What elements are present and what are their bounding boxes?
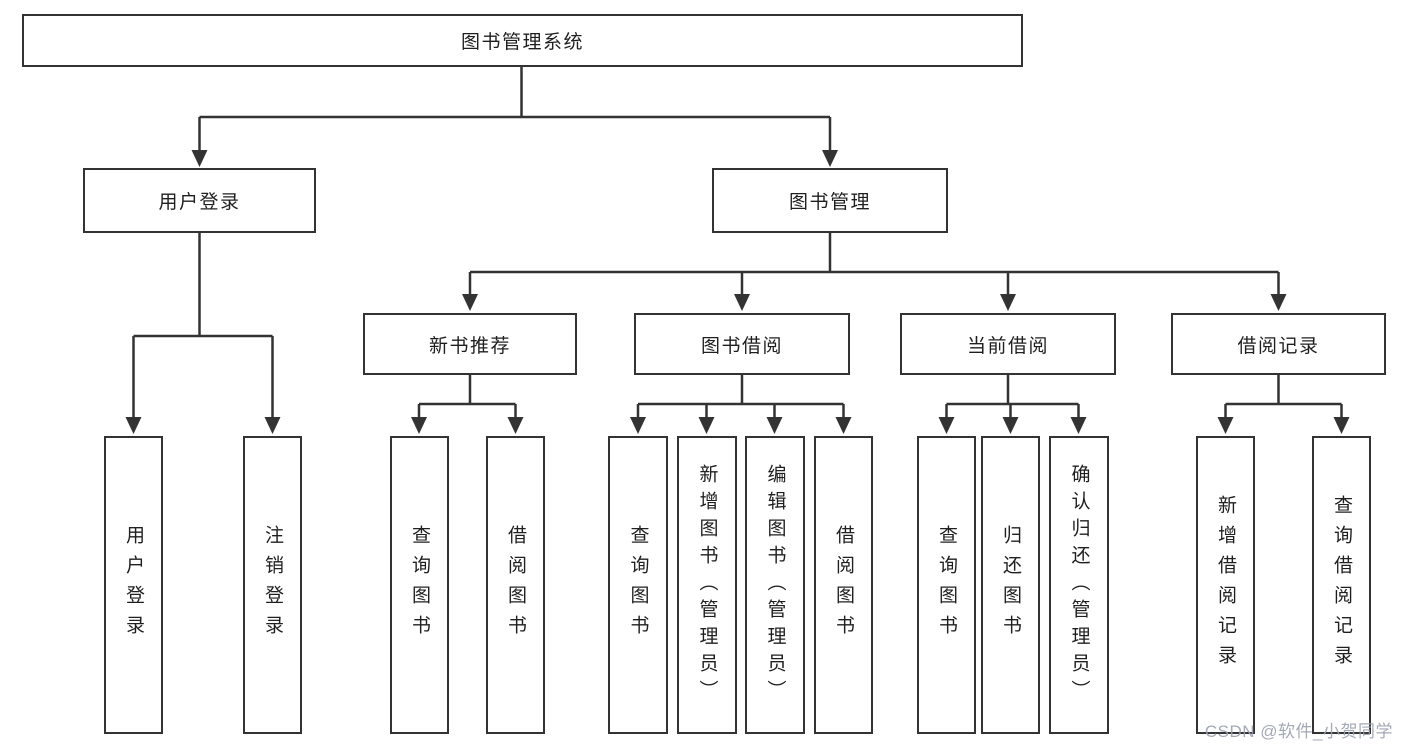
leaf-query-books-borrow: 查询图书 <box>608 436 668 734</box>
leaf-query-books-borrow-label: 查询图书 <box>627 525 649 645</box>
leaf-confirm-return-admin-label: 确认归还（管理员） <box>1068 463 1090 707</box>
leaf-user-login: 用户登录 <box>104 436 163 734</box>
node-borrow-record-label: 借阅记录 <box>1237 335 1320 357</box>
leaf-borrow-book-label: 借阅图书 <box>833 525 854 645</box>
leaf-borrow-books-recommend: 借阅图书 <box>486 436 545 734</box>
leaf-borrow-book: 借阅图书 <box>814 436 873 734</box>
leaf-add-book-admin-label: 新增图书（管理员） <box>696 463 718 707</box>
arrowheads-current-borrow-leaves <box>938 417 1087 434</box>
node-root-label: 图书管理系统 <box>460 32 584 53</box>
node-current-borrow: 当前借阅 <box>900 313 1116 375</box>
arrowheads-user-login-leaves <box>125 417 281 434</box>
connector-user-login-to-leaves <box>132 233 274 419</box>
connector-new-book-to-leaves <box>417 375 517 419</box>
connector-book-mgmt-to-level3 <box>468 233 1280 296</box>
connector-root-to-level2 <box>198 67 832 152</box>
leaf-add-borrow-record-label: 新增借阅记录 <box>1215 495 1236 675</box>
node-root: 图书管理系统 <box>22 14 1023 67</box>
leaf-return-book: 归还图书 <box>981 436 1040 734</box>
node-new-book-recommend-label: 新书推荐 <box>428 335 511 357</box>
leaf-edit-book-admin: 编辑图书（管理员） <box>745 436 805 734</box>
leaf-query-borrow-record-label: 查询借阅记录 <box>1331 495 1352 675</box>
leaf-query-books-recommend: 查询图书 <box>390 436 449 734</box>
connector-borrow-record-to-leaves <box>1224 375 1343 419</box>
arrowheads-level2 <box>191 150 838 167</box>
node-book-management-label: 图书管理 <box>788 192 871 213</box>
node-user-login-label: 用户登录 <box>158 192 241 213</box>
leaf-user-login-label: 用户登录 <box>123 525 144 645</box>
leaf-query-books-current-label: 查询图书 <box>936 525 957 645</box>
leaf-edit-book-admin-label: 编辑图书（管理员） <box>764 463 786 707</box>
connector-current-borrow-to-leaves <box>945 375 1080 419</box>
arrowheads-level3 <box>462 294 1287 311</box>
leaf-query-borrow-record: 查询借阅记录 <box>1312 436 1371 734</box>
leaf-logout-label: 注销登录 <box>262 525 283 645</box>
leaf-query-books-recommend-label: 查询图书 <box>409 525 430 645</box>
node-borrow-record: 借阅记录 <box>1171 313 1386 375</box>
leaf-borrow-books-recommend-label: 借阅图书 <box>505 525 526 645</box>
leaf-confirm-return-admin: 确认归还（管理员） <box>1049 436 1109 734</box>
leaf-return-book-label: 归还图书 <box>1000 525 1021 645</box>
arrowheads-book-borrow-leaves <box>630 417 852 434</box>
arrowheads-borrow-record-leaves <box>1217 417 1350 434</box>
arrowheads-new-book-leaves <box>411 417 524 434</box>
node-new-book-recommend: 新书推荐 <box>363 313 577 375</box>
csdn-watermark: CSDN @软件_小贺同学 <box>1204 722 1393 741</box>
node-current-borrow-label: 当前借阅 <box>966 335 1049 357</box>
leaf-add-book-admin: 新增图书（管理员） <box>677 436 737 734</box>
node-book-borrow-label: 图书借阅 <box>700 335 783 357</box>
leaf-add-borrow-record: 新增借阅记录 <box>1196 436 1255 734</box>
node-user-login: 用户登录 <box>83 168 316 233</box>
leaf-logout: 注销登录 <box>243 436 302 734</box>
connector-book-borrow-to-leaves <box>636 375 845 419</box>
node-book-borrow: 图书借阅 <box>634 313 850 375</box>
node-book-management: 图书管理 <box>712 168 948 233</box>
leaf-query-books-current: 查询图书 <box>917 436 976 734</box>
